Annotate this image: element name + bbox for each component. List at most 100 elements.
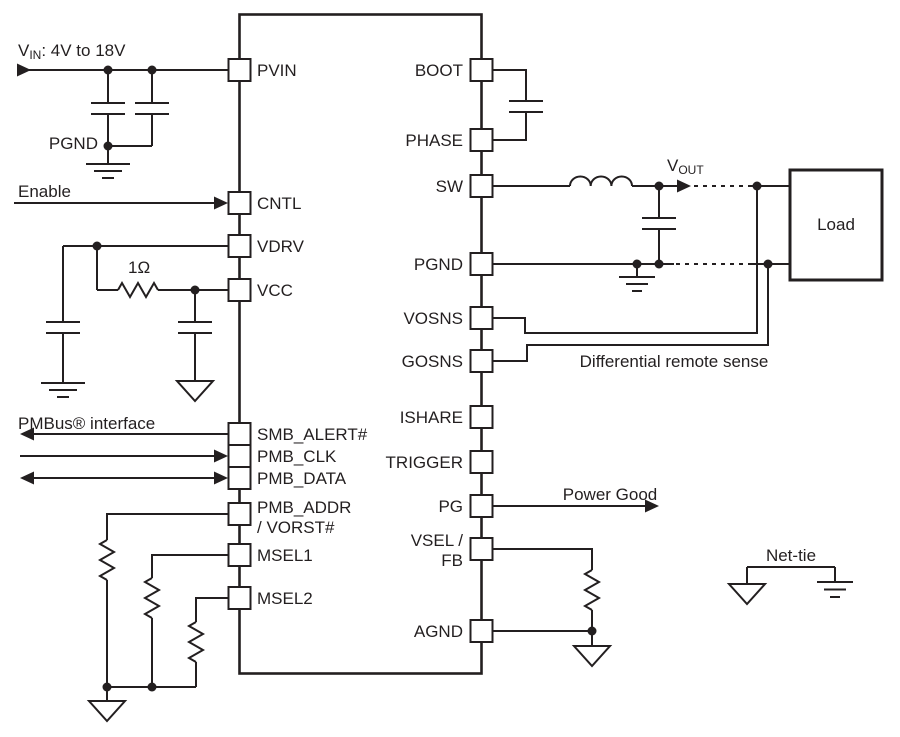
chassis-ground-icon xyxy=(726,583,768,606)
pin-label: ISHARE xyxy=(400,408,463,427)
pin-label: PMB_CLK xyxy=(257,447,337,466)
chassis-ground-icon xyxy=(174,380,216,403)
msel1-wire xyxy=(151,554,228,578)
pin-label: GOSNS xyxy=(402,352,463,371)
pin-agnd: AGND xyxy=(414,619,494,643)
pin-label: SW xyxy=(436,177,463,196)
boot-wire xyxy=(492,69,527,101)
output-inductor xyxy=(569,175,633,187)
pmbus-label: PMBus® interface xyxy=(18,414,155,433)
pin-label: FB xyxy=(441,551,463,570)
pin-box xyxy=(227,444,252,468)
enable-label: Enable xyxy=(18,182,71,201)
arrow-left-icon xyxy=(20,427,34,441)
pin-box xyxy=(469,450,494,474)
pin-smb-alert: SMB_ALERT# xyxy=(227,422,368,446)
pin-box xyxy=(469,405,494,429)
remote-sense-label: Differential remote sense xyxy=(580,352,769,371)
pin-label: BOOT xyxy=(415,61,463,80)
arrow-left-icon xyxy=(20,471,34,485)
pin-box xyxy=(469,537,494,561)
pin-pmb-clk: PMB_CLK xyxy=(227,444,337,468)
pgnd-label: PGND xyxy=(49,134,98,153)
output-stage: VOUT Load Differential remote sense xyxy=(492,156,884,371)
ic-body xyxy=(238,13,483,675)
pin-label: PMB_ADDR xyxy=(257,498,351,517)
pin-pmb-data: PMB_DATA xyxy=(227,466,347,490)
pin-pmb-addr: PMB_ADDR / VORST# xyxy=(227,498,351,537)
pin-label: PMB_DATA xyxy=(257,469,347,488)
chassis-ground-icon xyxy=(86,700,128,723)
pin-box xyxy=(469,494,494,518)
pin-label: SMB_ALERT# xyxy=(257,425,368,444)
pin-pvin: PVIN xyxy=(227,58,297,82)
pin-label: VDRV xyxy=(257,237,305,256)
earth-ground-icon xyxy=(86,163,130,179)
net-tie-legend: Net-tie xyxy=(726,546,853,606)
vdrv-vcc-network: 1Ω xyxy=(41,241,228,403)
resistor-value-label: 1Ω xyxy=(128,258,150,277)
power-good-output: Power Good xyxy=(492,485,659,513)
junction-dot xyxy=(147,682,157,692)
vout-label: VOUT xyxy=(667,156,704,177)
pin-label: PHASE xyxy=(405,131,463,150)
pin-label: CNTL xyxy=(257,194,301,213)
pin-label: MSEL2 xyxy=(257,589,313,608)
pin-box xyxy=(227,191,252,215)
vosns-sense-wire xyxy=(492,186,758,334)
pin-box xyxy=(227,502,252,526)
msel2-resistor xyxy=(186,621,206,663)
pin-label: PG xyxy=(438,497,463,516)
pin-label: VSEL / xyxy=(411,531,464,550)
junction-dot xyxy=(654,259,664,269)
vdrv-capacitor xyxy=(46,246,80,383)
right-pins: BOOT PHASE SW PGND VOSNS GOSNS ISHARE T xyxy=(386,58,494,643)
output-capacitor xyxy=(642,186,676,264)
pin-box xyxy=(227,466,252,490)
pin-pg: PG xyxy=(438,494,494,518)
pmb-addr-wire xyxy=(106,513,228,540)
enable-input: Enable xyxy=(14,182,228,210)
pin-box xyxy=(227,543,252,567)
enable-arrow-icon xyxy=(214,196,228,210)
load-label: Load xyxy=(817,215,855,234)
pin-trigger: TRIGGER xyxy=(386,450,494,474)
load-box xyxy=(788,168,884,282)
pin-label: PGND xyxy=(414,255,463,274)
pin-msel2: MSEL2 xyxy=(227,586,313,610)
pmb-addr-resistor xyxy=(97,539,117,581)
pin-box xyxy=(469,306,494,330)
pin-label: PVIN xyxy=(257,61,297,80)
vin-label: VIN: 4V to 18V xyxy=(18,41,126,62)
arrow-right-icon xyxy=(214,449,228,463)
input-capacitor-1 xyxy=(91,70,125,146)
pin-box xyxy=(469,58,494,82)
vcc-capacitor xyxy=(178,290,212,381)
pin-msel1: MSEL1 xyxy=(227,543,313,567)
pin-vsel-fb: VSEL / FB xyxy=(411,531,494,570)
input-capacitor-2 xyxy=(135,70,169,146)
boot-capacitor-network xyxy=(492,69,543,141)
gosns-sense-wire xyxy=(492,264,769,362)
pin-box xyxy=(227,586,252,610)
pin-box xyxy=(227,278,252,302)
pin-box xyxy=(469,619,494,643)
vout-arrow-icon xyxy=(677,179,691,193)
pin-box xyxy=(469,349,494,373)
net-tie-label: Net-tie xyxy=(766,546,816,565)
pin-label: VCC xyxy=(257,281,293,300)
pin-box xyxy=(469,252,494,276)
pin-ishare: ISHARE xyxy=(400,405,494,429)
pin-box xyxy=(469,174,494,198)
pin-vdrv: VDRV xyxy=(227,234,305,258)
arrow-right-icon xyxy=(214,471,228,485)
msel2-wire xyxy=(195,597,228,622)
vin-arrow-icon xyxy=(17,63,31,77)
pin-phase: PHASE xyxy=(405,128,494,152)
feedback-network xyxy=(492,548,613,668)
power-good-arrow-icon xyxy=(645,499,659,513)
series-resistor xyxy=(117,280,159,300)
pin-box xyxy=(469,128,494,152)
